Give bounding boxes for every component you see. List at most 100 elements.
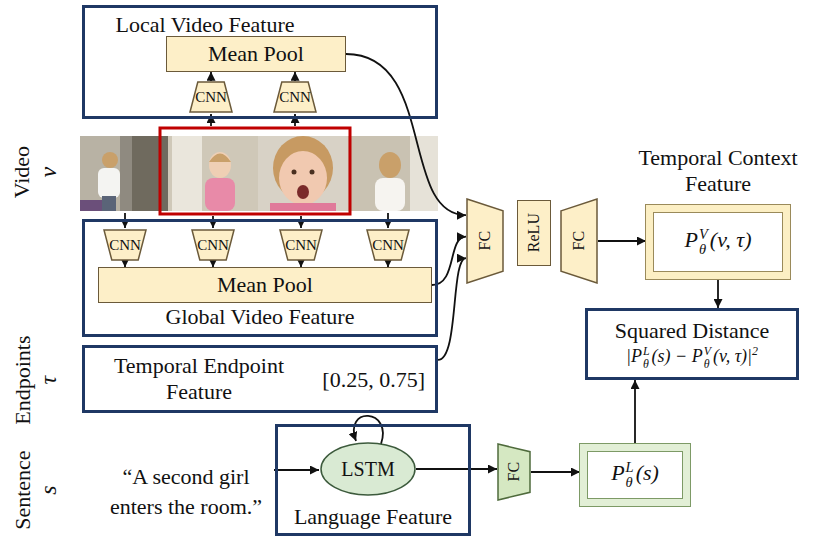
mean-pool-bar: Mean Pool (98, 267, 432, 302)
cnn-trapezoid: CNN (191, 229, 235, 261)
cnn-trapezoid: CNN (273, 81, 317, 113)
frame-wall (80, 136, 120, 211)
math-scripts: Vθ (699, 227, 708, 257)
fc-layer: FC (466, 198, 504, 284)
frame-arrow (212, 216, 214, 228)
math-text: (s) (636, 460, 659, 485)
text-holder: [0.25, 0.75] (322, 367, 425, 393)
shape-fill (367, 230, 409, 260)
frame-wall (132, 136, 168, 211)
layer-label: CNN (195, 88, 227, 106)
video-frame (348, 136, 438, 211)
frame-ground (348, 136, 438, 211)
node-content: Squared Distance|PLθ(s) − PVθ(v, τ)|2 (615, 318, 770, 371)
frame-ground (258, 136, 348, 211)
layer-label: CNN (285, 236, 317, 254)
feature-group-box: Language Feature LSTM (275, 424, 471, 536)
shape-fill (498, 444, 530, 500)
fc-layer: FC (560, 198, 598, 284)
node-content: ReLU (514, 223, 553, 242)
shape-fill (104, 230, 146, 260)
node-content: FC (569, 231, 589, 250)
layer-label: FC (569, 231, 588, 251)
layer-label: CNN (109, 236, 141, 254)
shape-fill (321, 443, 415, 495)
feature-title: Squared Distance (615, 318, 770, 344)
row-label: Video (10, 146, 34, 198)
node-content: CNN (285, 236, 317, 254)
endpoint-values: [0.25, 0.75] (322, 367, 425, 392)
child-head (379, 152, 401, 178)
node-content: FC (475, 231, 495, 250)
subscript: θ (699, 242, 708, 257)
node-content: PLθ(s) (611, 460, 659, 490)
math-text: (s) − P (652, 346, 703, 366)
embedding-box: PLθ(s) (580, 444, 690, 506)
math-symbol: v (35, 167, 61, 178)
node-content: PVθ(v, τ) (685, 227, 752, 257)
selected-segment (160, 128, 350, 214)
frame-wall (410, 136, 438, 211)
math-scripts: Lθ (643, 345, 650, 370)
group-title: Global Video Feature (166, 304, 355, 329)
connector-arrow (416, 468, 497, 470)
text-holder: Language Feature (278, 504, 468, 530)
text-holder: Temporal Endpoint Feature (99, 353, 299, 406)
relu-layer: ReLU (517, 200, 551, 266)
layer-label: CNN (279, 88, 311, 106)
node-content: CNN (109, 236, 141, 254)
connector-arrow (598, 240, 646, 242)
video-frame (80, 136, 168, 211)
child-hair (209, 154, 231, 163)
node-content: CNN (197, 236, 229, 254)
node-content: CNN (372, 236, 404, 254)
shape-fill (561, 199, 597, 283)
frame-arrow (294, 114, 296, 126)
node-content: Mean Pool (208, 41, 304, 67)
layer-label: Mean Pool (217, 272, 313, 298)
frame-arrow (210, 114, 212, 126)
child-eye (292, 170, 297, 175)
row-label: Sentence (10, 450, 34, 529)
subscript: θ (626, 475, 634, 490)
shape-fill (192, 230, 234, 260)
superscript: V (699, 227, 708, 242)
child-body (375, 178, 405, 211)
layer-label: CNN (372, 236, 404, 254)
frame-door (172, 136, 202, 211)
distance-box: Squared Distance|PLθ(s) − PVθ(v, τ)|2 (585, 308, 799, 380)
cnn-trapezoid: CNN (103, 229, 147, 261)
superscript: V (704, 345, 711, 357)
math-formula: |PLθ(s) − PVθ(v, τ)|2 (626, 344, 758, 370)
text-holder: Temporal Context Feature (616, 145, 820, 198)
math-formula: PLθ(s) (611, 460, 659, 490)
video-frame (258, 136, 348, 211)
math-text: (v, τ) (710, 227, 752, 252)
superscript: 2 (752, 344, 758, 358)
child-eye (310, 170, 315, 175)
subscript: θ (643, 358, 650, 370)
child-head (102, 152, 118, 168)
math-scripts: Vθ (704, 345, 711, 370)
math-text: P (685, 227, 698, 252)
math-text: P (611, 460, 624, 485)
connector-arrow (717, 279, 719, 308)
layer-label: FC (475, 231, 494, 251)
child-body (205, 178, 235, 211)
lstm-ellipse: LSTM (320, 442, 416, 496)
text-holder: Local Video Feature (95, 12, 315, 38)
connector-arrow (438, 258, 466, 360)
fc-layer: FC (497, 443, 531, 501)
connector-arrow (294, 72, 296, 81)
shape-fill (280, 230, 322, 260)
shape-fill (467, 199, 503, 283)
math-text: |P (626, 346, 642, 366)
connector-arrow (210, 72, 212, 81)
layer-label: ReLU (524, 213, 543, 252)
cnn-trapezoid: CNN (366, 229, 410, 261)
mean-pool-bar: Mean Pool (166, 36, 346, 71)
superscript: L (643, 345, 650, 357)
child-face (279, 151, 327, 205)
child-body (98, 168, 120, 198)
layer-label: CNN (197, 236, 229, 254)
